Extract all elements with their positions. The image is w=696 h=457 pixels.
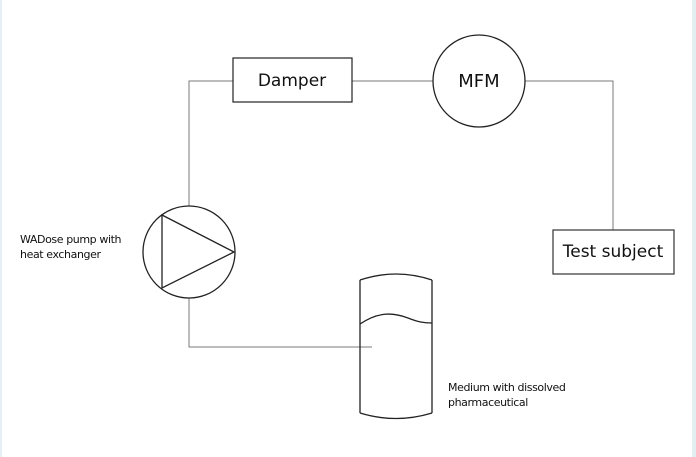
damper-box [232,57,353,103]
damper-label: Damper [258,71,326,91]
mfm-component: MFM [432,34,526,128]
pipe-pump-to-damper [188,80,233,206]
tank-label-line1: Medium with dissolved [448,381,566,394]
tank-liquid-surface [359,313,433,325]
pump-circle [142,205,236,299]
mfm-label: MFM [458,71,499,92]
pump-label-line2: heat exchanger [20,248,101,261]
right-border [692,0,696,457]
test-subject-box [552,229,675,275]
pump-label: WADose pump with heat exchanger [20,232,121,262]
test-subject-label: Test subject [562,242,664,262]
tank-top [359,273,433,281]
damper-component: Damper [232,57,353,103]
pump-label-line1: WADose pump with [20,233,122,246]
test-subject-component: Test subject [552,229,675,275]
tank-bottom [359,412,433,420]
tank-label: Medium with dissolved pharmaceutical [448,380,566,410]
tank-component [359,273,433,420]
pipe-tank-to-pump [188,298,372,348]
left-border [0,0,2,457]
pipe-mfm-to-test-subject [525,80,614,230]
mfm-circle [432,34,526,128]
pump-component [142,205,236,299]
tank-label-line2: pharmaceutical [448,396,528,409]
pump-triangle-icon [161,213,236,290]
